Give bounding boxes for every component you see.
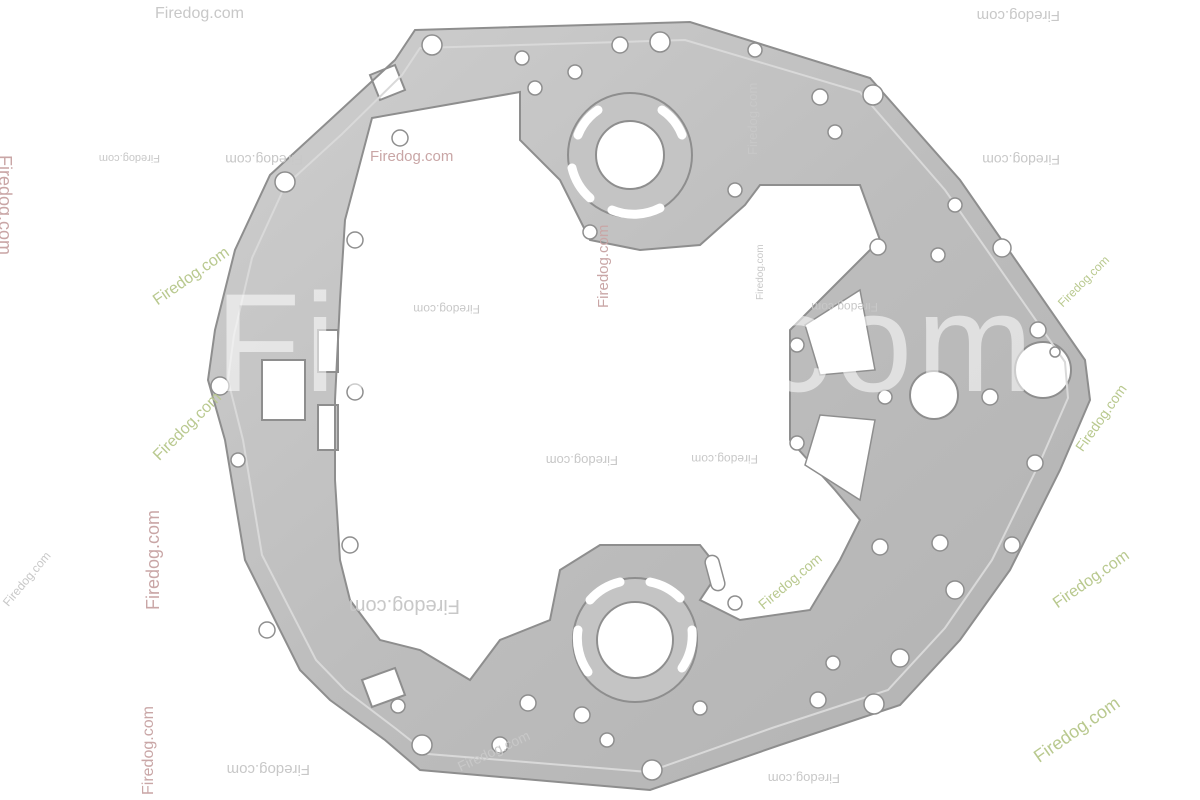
bolt-holes [210, 31, 1061, 781]
gasket-bead-line [226, 38, 1070, 774]
center-cutout [804, 288, 876, 502]
upper-port [567, 92, 693, 219]
lower-port [572, 554, 726, 703]
gasket-body [206, 20, 1092, 792]
